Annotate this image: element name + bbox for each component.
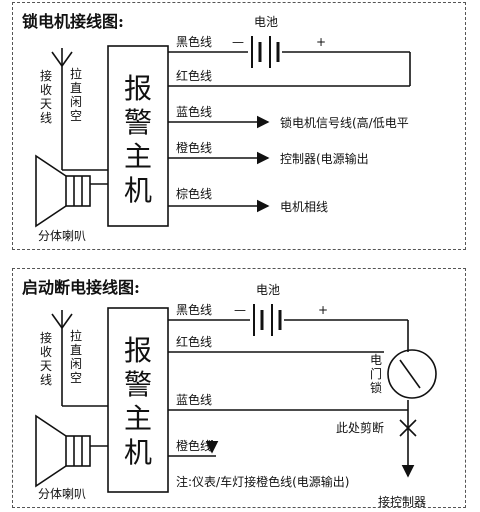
p2-wire-blue: 蓝色线 [176,393,212,407]
p1-pull-c3: 空 [70,109,82,123]
p2-wire-orange: 橙色线 [176,438,212,453]
battery-icon [253,304,282,336]
speaker-icon [35,154,108,228]
p2-antenna-c1: 收 [40,345,52,359]
panel1-drawing [35,36,411,228]
p2-note: 注:仪表/车灯接橙色线(电源输出) [176,474,349,489]
p2-pull-c1: 直 [70,343,82,357]
p2-antenna-c3: 线 [40,373,52,387]
panel1-text: 电池 — + 接 收 天 线 拉 直 闲 空 报 警 主 机 分体喇叭 黑色线 … [38,15,409,243]
panel2-battery-label: 电池 [256,283,280,297]
panel1-battery-label: 电池 [254,15,278,29]
cut-mark-icon [399,419,417,437]
alarm-main-unit-box [107,307,169,493]
p1-wire-orange: 橙色线 [176,140,212,155]
p1-target-controller: 控制器(电源输出 [280,151,369,166]
p2-unit-c2: 主 [124,402,152,435]
p1-antenna-c2: 天 [40,97,52,111]
p1-unit-c0: 报 [124,72,152,105]
p2-unit-c0: 报 [124,334,152,367]
panel1-title: 锁电机接线图: [22,12,124,31]
p2-pull-c2: 闲 [70,357,82,371]
p2-cut-label: 此处剪断 [336,420,384,435]
p1-wire-black: 黑色线 [176,35,212,49]
panel2-drawing [35,304,437,493]
p2-controller-label: 接控制器 [378,494,426,509]
p2-pull-c0: 拉 [70,328,82,343]
p1-wire-red: 红色线 [176,68,212,83]
p1-target-lock-signal: 锁电机信号线(高/低电平 [280,115,409,130]
p2-pull-c3: 空 [70,371,82,385]
p2-wire-black: 黑色线 [176,303,212,317]
p1-wire-blue: 蓝色线 [176,105,212,119]
panel2-battery-plus: + [318,303,328,317]
door-lock-icon [387,349,437,399]
p1-unit-c2: 主 [124,140,152,173]
panel2-title: 启动断电接线图: [22,278,140,297]
alarm-main-unit-box [107,45,169,227]
p1-pull-c1: 直 [70,81,82,95]
speaker-icon [35,414,108,488]
p1-speaker-label: 分体喇叭 [38,228,86,243]
p1-wire-brown: 棕色线 [176,186,212,201]
panel1-battery-plus: + [316,35,326,49]
p1-unit-c1: 警 [124,106,152,139]
p1-target-motor-phase: 电机相线 [280,200,328,214]
battery-icon [251,36,280,68]
antenna-icon [51,48,108,171]
p2-antenna-c2: 天 [40,359,52,373]
p2-speaker-label: 分体喇叭 [38,486,86,501]
antenna-icon [51,310,108,407]
p2-lock-c0: 电 [370,353,382,367]
p1-unit-c3: 机 [124,174,152,207]
p1-antenna-c1: 收 [40,83,52,97]
p2-lock-c1: 门 [370,366,382,381]
lock-motor-wiring-panel [12,2,466,250]
panel1-battery-minus: — [232,35,244,49]
p1-pull-c0: 拉 [70,66,82,81]
panel2-text: 电池 — + 接 收 天 线 拉 直 闲 空 报 警 主 机 分体喇叭 黑色线 … [38,283,426,509]
p2-wire-red: 红色线 [176,334,212,349]
startup-power-cut-wiring-panel [12,268,466,508]
p2-unit-c3: 机 [124,436,152,469]
p2-unit-c1: 警 [124,368,152,401]
p2-antenna-c0: 接 [40,330,52,345]
p2-lock-c2: 锁 [370,380,382,395]
p1-pull-c2: 闲 [70,95,82,109]
p1-antenna-c0: 接 [40,68,52,83]
p1-antenna-c3: 线 [40,111,52,125]
panel2-battery-minus: — [234,303,246,317]
